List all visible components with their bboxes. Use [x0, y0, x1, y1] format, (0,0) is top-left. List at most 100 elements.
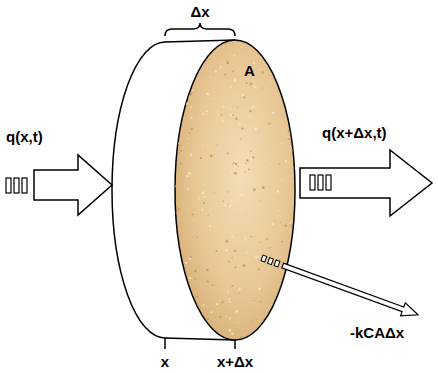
sand-grain — [283, 98, 286, 101]
sand-grain — [234, 172, 237, 175]
sand-grain — [227, 291, 229, 293]
sand-grain — [194, 278, 196, 280]
sand-grain — [292, 41, 293, 42]
sand-grain — [278, 210, 280, 212]
sand-grain — [179, 275, 182, 278]
sand-grain — [288, 138, 290, 140]
sand-grain — [190, 106, 192, 108]
sand-grain — [234, 55, 236, 57]
sand-grain — [233, 208, 234, 209]
sand-grain — [183, 72, 184, 73]
sand-grain — [252, 106, 255, 109]
loss-arrow — [280, 259, 420, 321]
sand-grain — [215, 70, 217, 72]
sand-grain — [216, 303, 218, 305]
sand-grain — [202, 113, 204, 115]
sand-grain — [281, 241, 283, 243]
sand-grain — [261, 135, 262, 136]
sand-grain — [235, 310, 238, 313]
sand-grain — [263, 319, 264, 320]
sand-grain — [228, 298, 230, 300]
sand-grain — [250, 150, 252, 152]
sand-grain — [235, 117, 238, 120]
sand-grain — [205, 182, 206, 183]
sand-grain — [269, 46, 271, 48]
sand-grain — [253, 42, 254, 43]
sand-grain — [226, 316, 227, 317]
sand-grain — [203, 202, 205, 204]
sand-grain — [230, 200, 232, 202]
sand-grain — [206, 110, 208, 112]
thickness-label: Δx — [190, 3, 209, 21]
sand-grain — [241, 127, 243, 129]
sand-grain — [251, 236, 252, 237]
sand-grain — [288, 40, 290, 42]
sand-grain — [222, 120, 224, 122]
sand-grain — [217, 144, 218, 145]
motion-bar — [14, 178, 19, 193]
sand-grain — [229, 329, 232, 332]
sand-grain — [180, 150, 182, 152]
sand-grain — [188, 138, 189, 139]
sand-grain — [207, 145, 209, 147]
sand-grain — [204, 184, 205, 185]
sand-grain — [208, 215, 209, 216]
sand-grain — [239, 123, 241, 125]
sand-grain — [203, 324, 204, 325]
sand-grain — [229, 317, 231, 319]
sand-grain — [209, 225, 211, 227]
sand-grain — [262, 186, 265, 189]
motion-bar — [326, 175, 331, 190]
sand-grain — [180, 163, 182, 165]
sand-grain — [255, 40, 256, 41]
sand-grain — [190, 154, 192, 156]
sand-grain — [252, 321, 253, 322]
sand-grain — [183, 106, 184, 107]
sand-grain — [274, 220, 275, 221]
sand-grain — [284, 225, 286, 227]
sand-grain — [272, 223, 274, 225]
sand-grain — [232, 42, 233, 43]
motion-bar — [261, 255, 267, 262]
sand-grain — [258, 287, 261, 290]
sand-grain — [198, 198, 200, 200]
sand-grain — [239, 292, 240, 293]
sand-grain — [192, 89, 193, 90]
sand-grain — [201, 144, 202, 145]
motion-bar — [268, 258, 274, 265]
sand-grain — [188, 132, 190, 134]
sand-grain — [259, 44, 260, 45]
sand-grain — [188, 96, 190, 98]
sand-grain — [239, 336, 241, 338]
sand-grain — [234, 79, 237, 82]
sand-grain — [221, 301, 223, 303]
sand-grain — [231, 236, 233, 238]
sand-grain — [290, 222, 292, 224]
sand-grain — [260, 231, 261, 232]
sand-grain — [190, 116, 192, 118]
sand-grain — [243, 96, 245, 98]
sand-grain — [252, 156, 254, 158]
sand-grain — [230, 171, 232, 173]
sand-grain — [193, 219, 194, 220]
flux-out-label: q(x+Δx,t) — [322, 124, 387, 142]
sand-grain — [226, 240, 229, 243]
sand-grain — [210, 339, 211, 340]
sand-grain — [280, 78, 281, 79]
sand-grain — [229, 301, 231, 303]
sand-grain — [245, 162, 247, 164]
sand-grain — [253, 302, 254, 303]
sand-grain — [215, 250, 217, 252]
sand-grain — [290, 194, 291, 195]
sand-grain — [228, 191, 229, 192]
sand-grain — [176, 113, 177, 114]
sand-grain — [204, 266, 205, 267]
sand-grain — [200, 157, 202, 159]
sand-grain — [240, 193, 242, 195]
sand-grain — [211, 311, 213, 313]
sand-grain — [228, 204, 229, 205]
sand-grain — [174, 185, 176, 187]
sand-grain — [293, 167, 296, 170]
sand-texture — [174, 40, 295, 340]
